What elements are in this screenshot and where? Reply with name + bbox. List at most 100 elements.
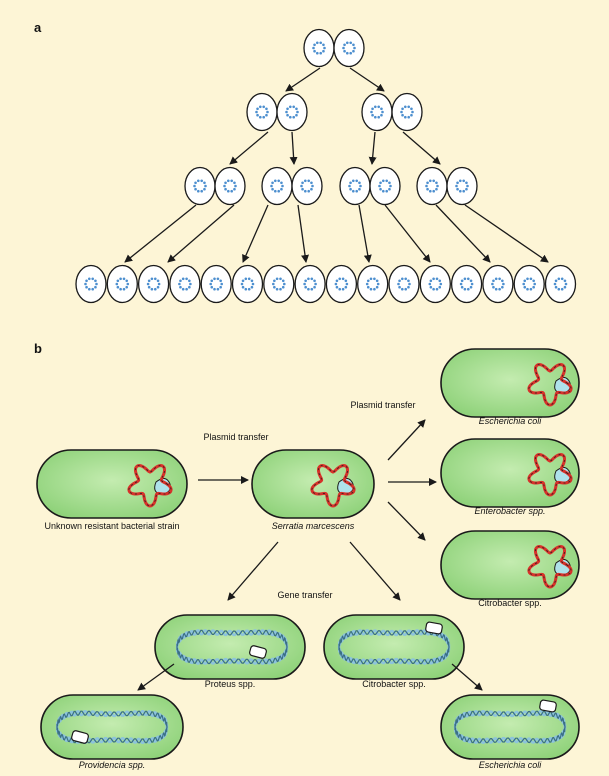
cell-outline xyxy=(513,264,545,304)
dividing-cell xyxy=(291,166,323,206)
cell-pair xyxy=(261,166,323,206)
citrobacter-plasmid-label: Citrobacter spp. xyxy=(478,598,542,608)
cell-outline xyxy=(303,28,335,68)
providencia-label: Providencia spp. xyxy=(79,760,146,770)
cell-outline xyxy=(276,92,308,132)
arrow-to-citrobacter xyxy=(387,501,426,541)
cell-outline xyxy=(291,166,323,206)
dna-strand xyxy=(454,710,566,744)
arrow xyxy=(124,204,197,263)
cell-outline xyxy=(339,166,371,206)
arrow xyxy=(167,204,235,263)
cell-citrobacter-gene xyxy=(323,614,465,680)
dividing-cell xyxy=(513,264,545,304)
cell-outline xyxy=(200,264,232,304)
cell-pair xyxy=(361,92,423,132)
cell-body xyxy=(323,614,465,680)
arrow-to-providencia xyxy=(137,663,175,691)
cell-outline xyxy=(137,264,170,304)
dividing-cell xyxy=(544,264,577,304)
plasmid xyxy=(527,452,573,497)
enterobacter-label: Enterobacter spp. xyxy=(474,506,545,516)
arrow-to-proteus xyxy=(227,541,279,601)
dividing-cell xyxy=(416,166,448,206)
dividing-cell xyxy=(231,264,264,304)
cell-outline xyxy=(357,264,389,304)
dividing-cell xyxy=(303,28,335,68)
cell-pair xyxy=(184,166,246,206)
dividing-cell xyxy=(169,264,201,304)
dividing-cell xyxy=(137,264,170,304)
dividing-cell xyxy=(106,264,138,304)
transferred-gene xyxy=(425,621,443,635)
plasmid-transfer-right-label: Plasmid transfer xyxy=(350,400,415,410)
transferred-gene xyxy=(249,645,267,659)
arrow-gen1-right xyxy=(349,67,385,92)
cell-proteus xyxy=(154,614,306,680)
plasmid-strand-dark xyxy=(528,364,572,406)
proteus-label: Proteus spp. xyxy=(205,679,256,689)
chromosome xyxy=(453,709,567,745)
citrobacter-gene-label: Citrobacter spp. xyxy=(362,679,426,689)
dividing-cell xyxy=(325,264,358,304)
arrow xyxy=(368,131,377,165)
cell-outline xyxy=(446,166,478,206)
plasmid xyxy=(310,463,356,508)
cell-unknown-strain xyxy=(36,449,188,519)
plasmid xyxy=(127,463,173,508)
dividing-cell xyxy=(294,264,326,304)
cell-pair xyxy=(416,166,478,206)
arrow-to-ecoli xyxy=(387,419,426,461)
dividing-cell xyxy=(419,264,451,304)
unknown-strain-label: Unknown resistant bacterial strain xyxy=(44,521,179,531)
serratia-label: Serratia marcescens xyxy=(272,521,355,531)
transferred-gene xyxy=(71,730,89,744)
plasmid-strand-dark xyxy=(528,454,572,496)
cell-body xyxy=(440,694,580,760)
cell-outline xyxy=(325,264,358,304)
cell-body xyxy=(36,449,188,519)
chromosome xyxy=(55,709,169,745)
arrow xyxy=(289,131,298,165)
cell-outline xyxy=(391,92,423,132)
arrow-gen1-left xyxy=(285,67,321,92)
cell-citrobacter-plasmid xyxy=(440,530,580,600)
dividing-cell xyxy=(246,92,278,132)
plasmid-strand-dark xyxy=(311,465,355,507)
dividing-cell xyxy=(361,92,393,132)
dividing-cell xyxy=(263,264,295,304)
arrow xyxy=(229,131,269,165)
panel-b-transfer-diagram xyxy=(36,348,580,760)
cell-pair xyxy=(246,92,308,132)
ecoli-top-label: Escherichia coli xyxy=(479,416,543,426)
cell-outline xyxy=(75,264,107,304)
cell-outline xyxy=(184,166,216,206)
dividing-cell xyxy=(388,264,420,304)
dividing-cell xyxy=(333,28,365,68)
cell-outline xyxy=(333,28,365,68)
dna-strand xyxy=(338,629,450,665)
cell-outline xyxy=(419,264,451,304)
plasmid xyxy=(527,544,573,589)
arrow xyxy=(402,131,441,165)
cell-outline xyxy=(482,264,514,304)
dividing-cell xyxy=(276,92,308,132)
plasmid-transfer-left-label: Plasmid transfer xyxy=(203,432,268,442)
gene-transfer-label: Gene transfer xyxy=(277,590,332,600)
dividing-cell xyxy=(184,166,216,206)
cell-outline xyxy=(544,264,577,304)
arrow xyxy=(297,204,309,263)
plasmid-strand-dark xyxy=(128,465,172,507)
dna-strand xyxy=(176,629,288,665)
cell-outline xyxy=(246,92,278,132)
cell-outline xyxy=(169,264,201,304)
dividing-cell xyxy=(200,264,232,304)
cell-outline xyxy=(450,264,483,304)
dividing-cell xyxy=(214,166,246,206)
panel-a-division-tree xyxy=(75,28,577,304)
dividing-cell xyxy=(450,264,483,304)
arrow xyxy=(384,204,431,263)
arrow-to-citrobacter-gene xyxy=(349,541,401,601)
panel-b-letter: b xyxy=(34,341,42,356)
